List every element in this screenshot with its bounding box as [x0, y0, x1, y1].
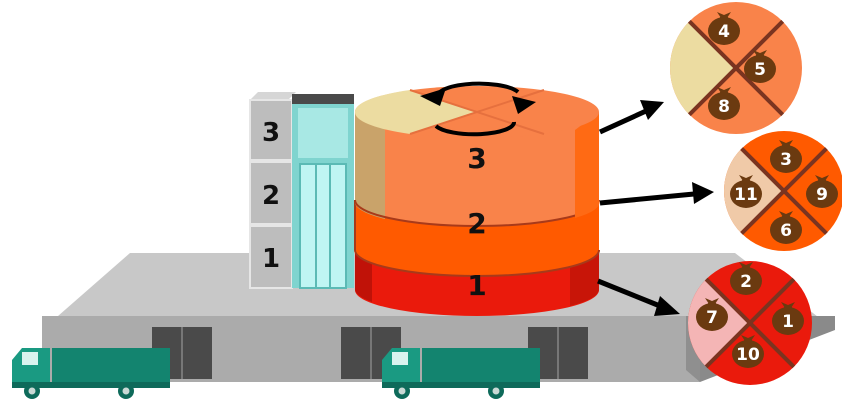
money-bag-icon: 1 [772, 302, 804, 335]
money-bag-group-tier-3: 4 5 8 [670, 2, 802, 134]
bag-number: 1 [782, 312, 794, 332]
rack-level-label: 2 [262, 181, 280, 211]
highlighted-quadrant [670, 21, 736, 115]
bag-number: 3 [780, 150, 792, 170]
arrow-to-group-1 [597, 278, 680, 316]
bag-number: 9 [816, 185, 828, 205]
storage-rack: 3 2 1 [249, 92, 354, 289]
money-bag-icon: 9 [806, 175, 838, 208]
bag-number: 11 [734, 185, 758, 205]
tiered-cylinder: 3 2 1 [354, 81, 600, 316]
bag-number: 7 [706, 308, 718, 328]
money-bag-icon: 3 [770, 140, 802, 173]
money-bag-groups: 4 5 8 3 11 9 6 2 7 1 10 [670, 2, 842, 385]
arrow-to-group-3 [598, 100, 664, 135]
money-bag-icon: 7 [696, 298, 728, 331]
money-bag-group-tier-1: 2 7 1 10 [688, 261, 812, 385]
truck [12, 348, 170, 399]
bag-number: 2 [740, 272, 752, 292]
money-bag-icon: 11 [730, 175, 762, 208]
money-bag-icon: 4 [708, 12, 740, 45]
rack-level-label: 3 [262, 118, 280, 148]
bag-number: 6 [780, 221, 792, 241]
arrow-to-group-2 [599, 182, 714, 206]
bag-number: 10 [736, 345, 760, 365]
truck [382, 348, 540, 399]
money-bag-icon: 10 [732, 335, 764, 368]
money-bag-icon: 6 [770, 211, 802, 244]
tier-label: 1 [467, 269, 486, 302]
cylinder-tier-3 [355, 112, 599, 226]
bag-number: 5 [754, 60, 766, 80]
money-bag-group-tier-2: 3 11 9 6 [724, 131, 842, 251]
rack-level-label: 1 [262, 244, 280, 274]
tier-label: 2 [467, 207, 486, 240]
bag-number: 8 [718, 97, 730, 117]
money-bag-icon: 2 [730, 262, 762, 295]
money-bag-icon: 5 [744, 50, 776, 83]
tier-label: 3 [467, 142, 486, 175]
money-bag-icon: 8 [708, 87, 740, 120]
bag-number: 4 [718, 22, 730, 42]
circular-arrows-icon [420, 81, 536, 137]
